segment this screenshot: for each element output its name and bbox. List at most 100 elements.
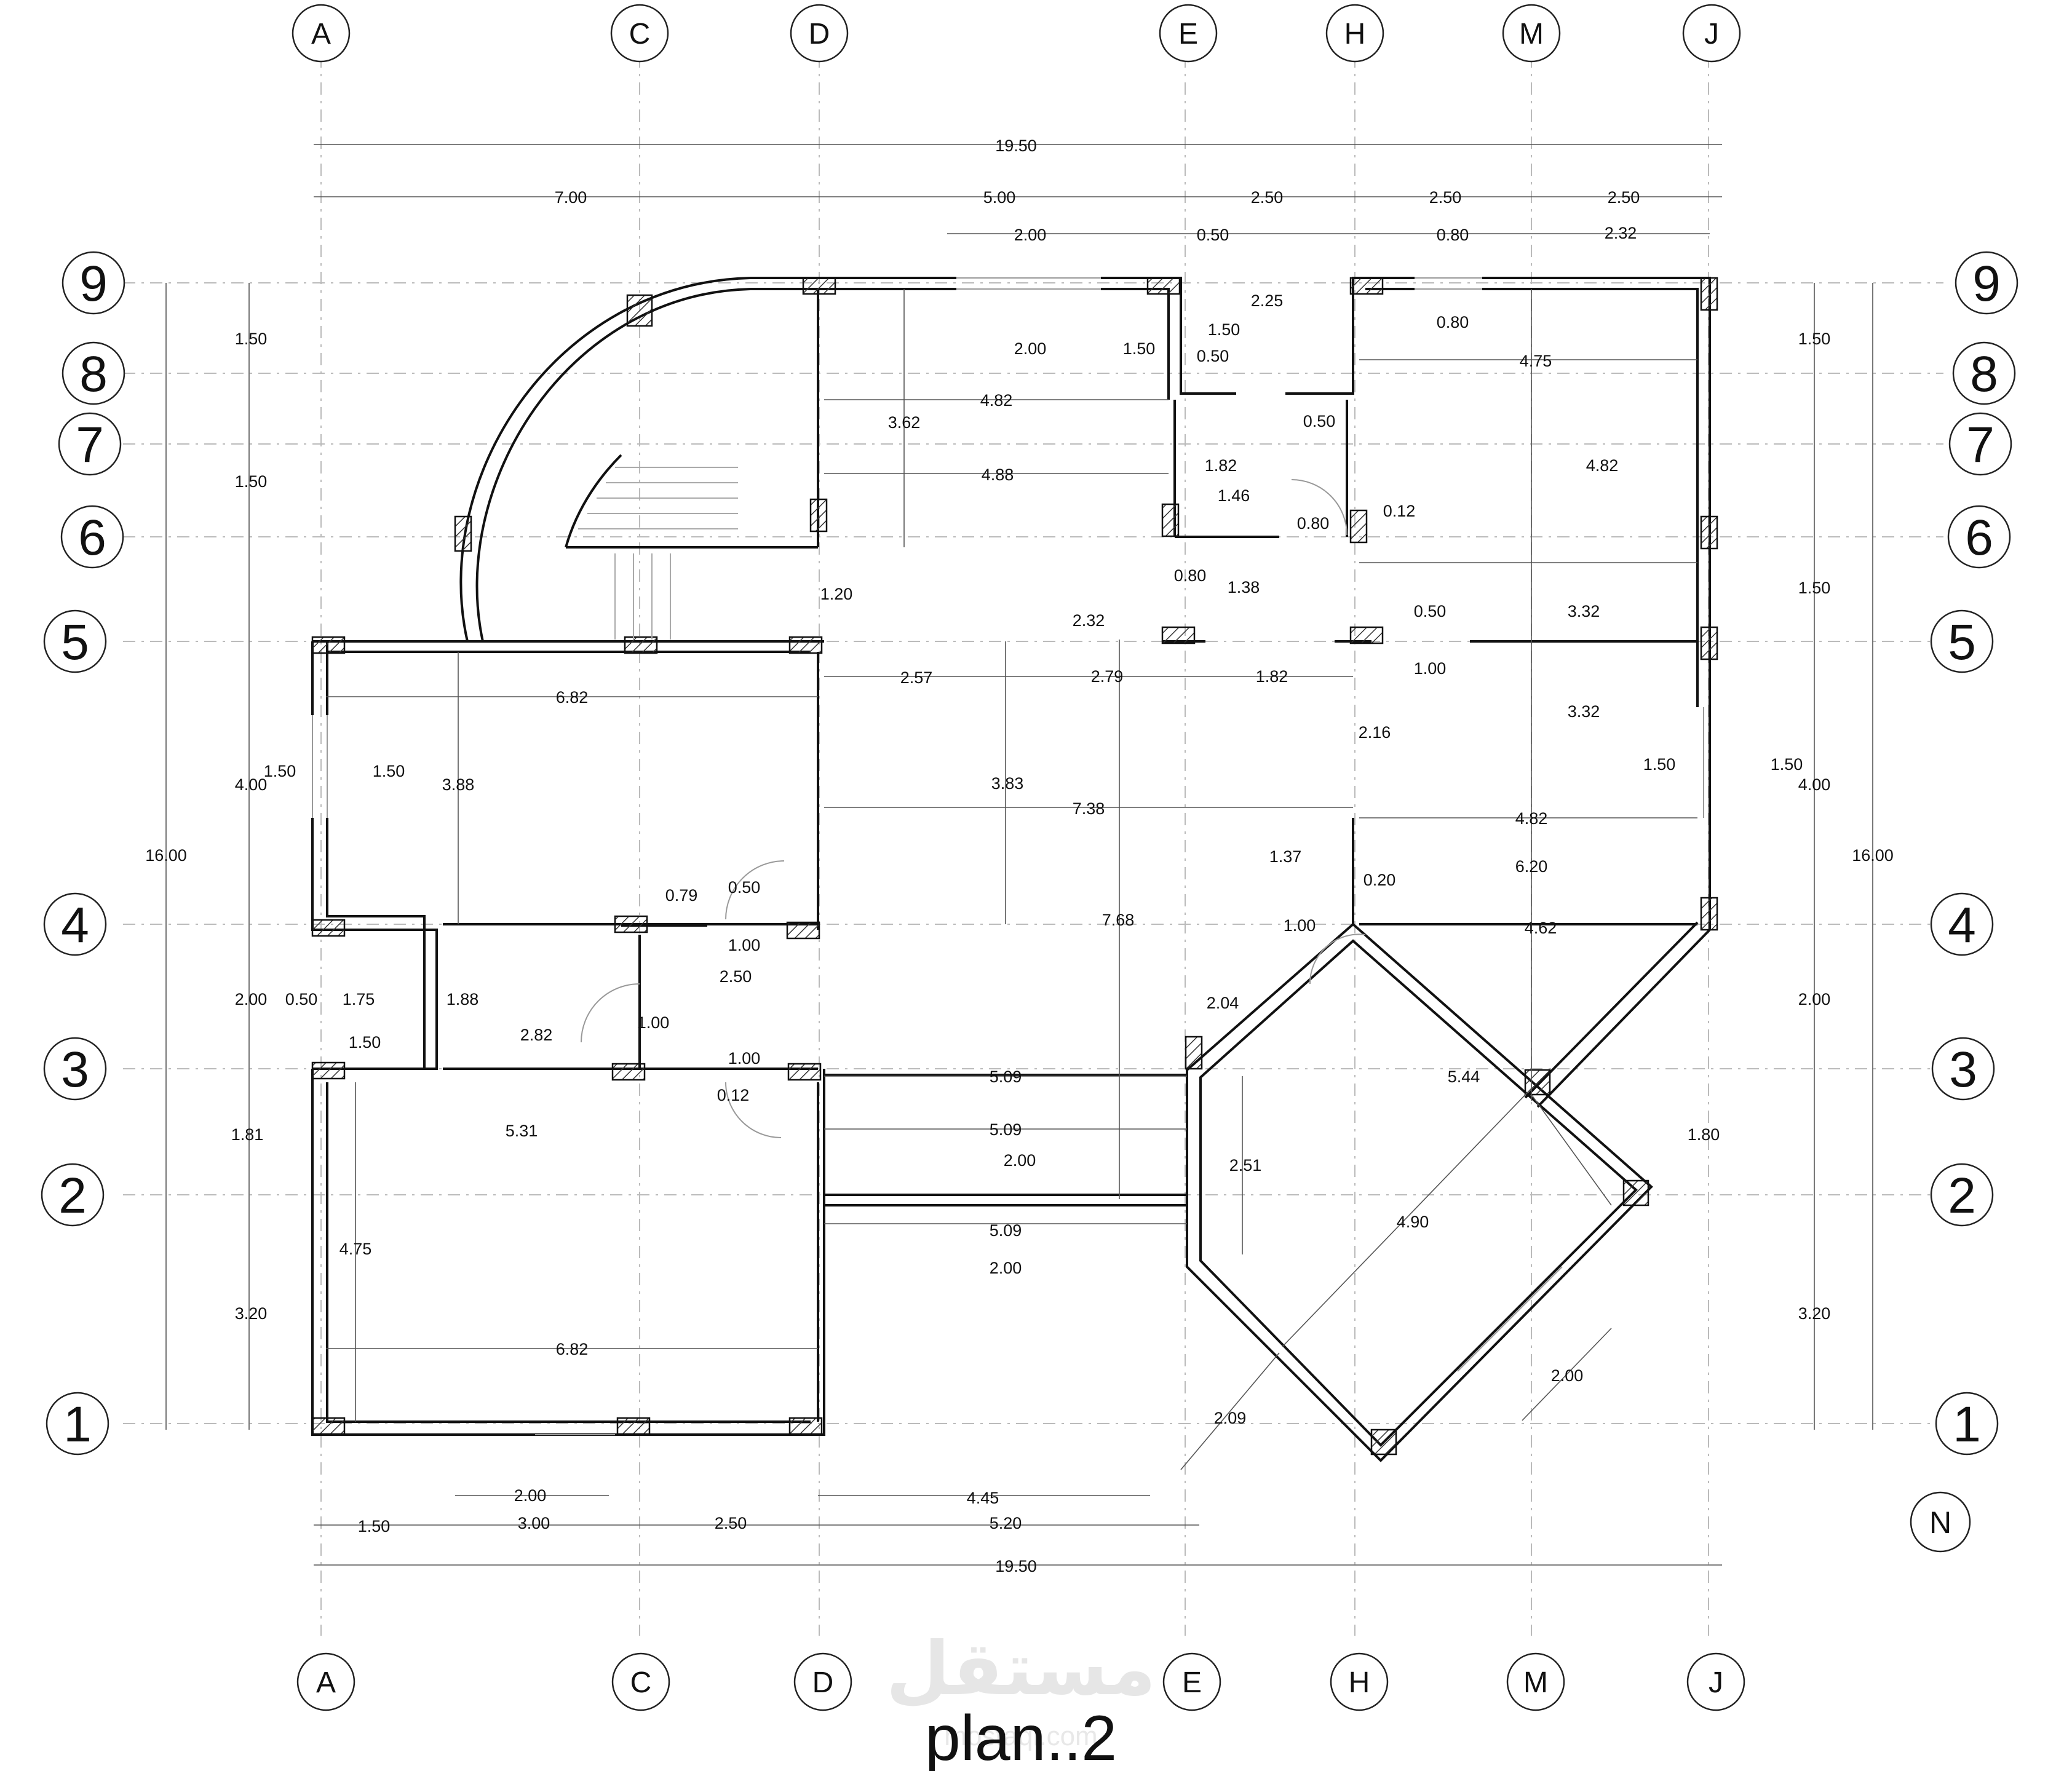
window-rotated-room (1457, 1266, 1563, 1372)
row-label-9-left: 9 (79, 256, 108, 312)
dim-interior: 2.25 (1251, 291, 1284, 310)
column (611, 1063, 646, 1081)
column (311, 919, 346, 937)
dim-interior: 3.32 (1568, 702, 1600, 721)
row-bubble-1-right (1935, 1392, 1999, 1456)
column-label-a-bottom: A (316, 1666, 336, 1699)
dim-right-chain: 1.80 (1688, 1125, 1720, 1144)
dim-interior: 0.50 (285, 990, 318, 1008)
column-label-d-top: D (809, 18, 830, 50)
row-label-2-left: 2 (58, 1168, 87, 1224)
door-swing (1309, 933, 1366, 985)
dim-interior: 1.50 (1643, 755, 1676, 774)
row-bubble-9-right (1955, 251, 2018, 315)
door-swing (581, 983, 640, 1043)
dim-interior: 1.88 (447, 990, 479, 1008)
watermark-text: مستقل (886, 1628, 1156, 1710)
row-bubble-6-right (1947, 505, 2011, 569)
column-bubble-h-bottom (1330, 1652, 1389, 1711)
wall-south-west-block-inner (326, 1082, 811, 1423)
column (1185, 1036, 1203, 1070)
column-bubble-h-top (1325, 4, 1384, 63)
dim-interior: 1.50 (373, 762, 405, 780)
row-label-8-left: 8 (79, 346, 108, 402)
door-swings (581, 479, 1366, 1138)
wall-stair-curve (459, 277, 751, 642)
row-bubble-5-right (1930, 609, 1994, 673)
column-label-m-bottom: M (1523, 1666, 1548, 1699)
dim-interior: 0.50 (1197, 347, 1229, 365)
dim-bottom-sub: 2.00 (514, 1486, 547, 1505)
door-swing (725, 860, 785, 920)
dim-top-chain: 2.50 (1429, 188, 1462, 207)
row-label-6-right: 6 (1965, 510, 1993, 566)
row-bubble-4-left (43, 892, 107, 956)
column-label-j-top: J (1704, 18, 1719, 50)
dim-interior: 4.82 (1586, 456, 1619, 475)
wall-south-west-block (311, 1069, 825, 1436)
dimension-lines (165, 144, 1873, 1566)
dim-interior: 4.75 (1520, 352, 1552, 370)
dim-interior: 3.83 (991, 774, 1024, 793)
dim-interior: 1.00 (728, 1049, 761, 1068)
column (1622, 1179, 1649, 1206)
dim-interior: 2.79 (1091, 667, 1124, 686)
row-label-1-left: 1 (63, 1397, 92, 1452)
row-bubble-8-left (62, 341, 125, 405)
dim-interior: 0.80 (1174, 566, 1207, 585)
column-bubbles (292, 4, 1745, 1711)
dim-bottom-chain: 3.00 (518, 1514, 550, 1532)
door-swing (725, 1082, 782, 1138)
row-bubble-7-left (58, 412, 122, 476)
dim-interior: 1.38 (1228, 578, 1260, 596)
windows (312, 277, 1704, 1435)
dim-left-chain: 1.50 (235, 330, 268, 348)
dim-top-sub: 2.32 (1605, 224, 1637, 242)
dim-interior: 1.00 (1414, 659, 1447, 678)
column-label-d-bottom: D (812, 1666, 834, 1699)
dimension-line-interior (1180, 1352, 1280, 1470)
column-bubble-a-top (292, 4, 351, 63)
dim-interior: 2.00 (1004, 1151, 1036, 1170)
dim-top-chain: 2.50 (1608, 188, 1640, 207)
watermark: مستقل mostaql.com (886, 1628, 1156, 1751)
column-label-h-top: H (1344, 18, 1366, 50)
dim-interior: 0.20 (1363, 871, 1396, 889)
column-label-m-top: M (1519, 18, 1544, 50)
dimension-line-interior (1282, 1088, 1532, 1347)
row-label-6-left: 6 (78, 510, 106, 566)
column (788, 636, 823, 654)
column (787, 1063, 822, 1081)
north-marker: N (1910, 1491, 1971, 1553)
dim-interior: 6.20 (1515, 857, 1548, 876)
north-label: N (1929, 1505, 1951, 1540)
column-label-e-top: E (1178, 18, 1198, 50)
row-labels: 9 8 7 6 5 4 3 2 1 9 8 7 6 5 4 3 2 1 (58, 256, 2001, 1452)
dim-interior: 2.82 (520, 1026, 553, 1044)
column-bubble-c-top (610, 4, 669, 63)
dim-interior: 2.04 (1207, 994, 1239, 1012)
dim-interior: 4.82 (1515, 809, 1548, 828)
row-bubble-3-left (43, 1037, 107, 1101)
column (788, 1417, 823, 1435)
dim-right-chain: 3.20 (1798, 1304, 1831, 1323)
column (1700, 626, 1718, 660)
dim-interior: 5.44 (1448, 1068, 1480, 1086)
column-bubble-d-bottom (793, 1652, 852, 1711)
column (616, 1417, 651, 1435)
column (1349, 277, 1384, 295)
dim-top-sub: 2.00 (1014, 226, 1047, 244)
dim-interior: 2.16 (1359, 723, 1391, 742)
dim-right-chain: 2.00 (1798, 990, 1831, 1008)
stair-treads (578, 467, 738, 640)
dim-top-sub: 0.50 (1197, 226, 1229, 244)
dim-interior: 1.75 (343, 990, 375, 1008)
dim-interior: 2.00 (990, 1259, 1022, 1277)
drawing-title: plan..2 (925, 1703, 1117, 1771)
dim-interior: 2.51 (1229, 1156, 1262, 1175)
dim-interior: 1.00 (1284, 916, 1316, 935)
dim-interior: 2.50 (720, 967, 752, 986)
dim-bottom-chain: 1.50 (358, 1517, 391, 1535)
row-bubble-1-left (46, 1392, 109, 1456)
